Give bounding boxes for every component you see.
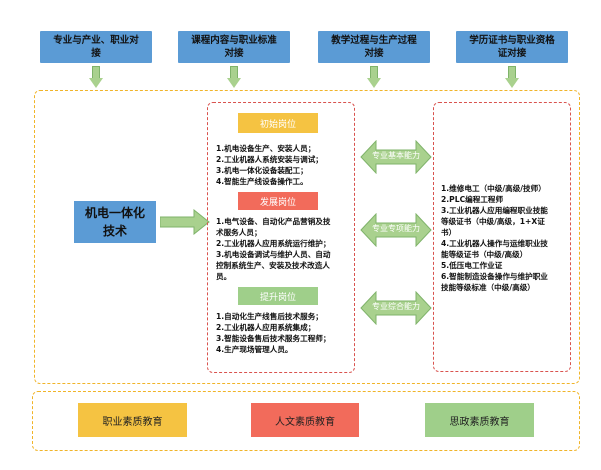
top-box-label: 学历证书与职业资格 — [469, 35, 555, 46]
top-box-curriculum: 课程内容与职业标准对接 — [178, 31, 290, 63]
initial-position-header: 初始岗位 — [238, 113, 318, 133]
ability-label: 专业基本能力 — [372, 151, 420, 160]
education-label: 人文素质教育 — [275, 416, 335, 428]
list-item: 2.工业机器人系统安装与调试； — [216, 155, 323, 164]
promotion-position-list: 1.自动化生产线售后技术服务； 2.工业机器人应用系统集成； 3.智能设备售后技… — [216, 311, 351, 355]
list-item: 3.工业机器人应用编程职业技能 — [441, 206, 548, 215]
list-item: 2.工业机器人应用系统运行维护； — [216, 239, 331, 248]
list-item: 员。 — [216, 272, 232, 281]
double-arrow-icon — [360, 291, 432, 325]
certificates-list: 1.维修电工（中级/高级/技师） 2.PLC编程工程师 3.工业机器人应用编程职… — [441, 183, 567, 293]
top-box-certificate: 学历证书与职业资格证对接 — [456, 31, 568, 63]
top-box-label: 证对接 — [497, 48, 527, 59]
education-frame — [32, 391, 580, 451]
list-item: 术服务人员； — [216, 228, 262, 237]
list-item: 4.智能生产线设备操作工。 — [216, 177, 308, 186]
promotion-position-header: 提升岗位 — [238, 287, 318, 305]
humanities-education-box: 人文素质教育 — [251, 403, 359, 437]
top-box-label: 接 — [91, 48, 101, 59]
major-box: 机电一体化技术 — [74, 201, 156, 243]
down-arrow-icon — [367, 66, 381, 88]
list-item: 1.维修电工（中级/高级/技师） — [441, 184, 546, 193]
list-item: 控制系统生产、安装及技术改造人 — [216, 261, 330, 270]
top-box-label: 专业与产业、职业对 — [53, 35, 139, 46]
list-item: 3.智能设备售后技术服务工程师； — [216, 334, 331, 343]
section-title: 初始岗位 — [259, 119, 296, 130]
double-arrow-icon — [360, 213, 432, 247]
list-item: 3.机电一体化设备装配工； — [216, 166, 308, 175]
section-title: 发展岗位 — [259, 197, 296, 208]
list-item: 5.低压电工作业证 — [441, 261, 503, 270]
list-item: 6.智能制造设备操作与维护职业 — [441, 272, 548, 281]
section-title: 提升岗位 — [259, 292, 296, 303]
major-label: 机电一体化 — [84, 206, 145, 220]
down-arrow-icon — [89, 66, 103, 88]
top-box-label: 教学过程与生产过程 — [331, 35, 417, 46]
list-item: 1.机电设备生产、安装人员； — [216, 144, 316, 153]
development-position-header: 发展岗位 — [238, 192, 318, 210]
right-arrow-icon — [160, 209, 210, 235]
top-box-label: 对接 — [224, 48, 244, 59]
major-label: 技术 — [102, 224, 127, 238]
list-item: 3.机电设备调试与维护人员、自动 — [216, 250, 331, 259]
development-position-list: 1.电气设备、自动化产品营销及技 术服务人员； 2.工业机器人应用系统运行维护；… — [216, 216, 351, 282]
certificates-panel — [433, 102, 571, 372]
positions-panel — [207, 102, 355, 373]
top-box-industry: 专业与产业、职业对接 — [40, 31, 152, 63]
down-arrow-icon — [505, 66, 519, 88]
list-item: 4.工业机器人操作与运维职业技 — [441, 239, 548, 248]
ideological-education-box: 思政素质教育 — [425, 403, 534, 437]
list-item: 1.自动化生产线售后技术服务； — [216, 312, 323, 321]
ability-label: 专业专项能力 — [372, 224, 420, 233]
down-arrow-icon — [227, 66, 241, 88]
list-item: 等级证书（中级/高级，1+X证 — [441, 217, 545, 226]
vocational-education-box: 职业素质教育 — [78, 403, 187, 437]
list-item: 1.电气设备、自动化产品营销及技 — [216, 217, 331, 226]
education-label: 思政素质教育 — [449, 416, 510, 428]
ability-label: 专业综合能力 — [372, 302, 420, 311]
top-box-label: 课程内容与职业标准 — [191, 35, 277, 46]
double-arrow-icon — [360, 140, 432, 174]
list-item: 4.生产现场管理人员。 — [216, 345, 293, 354]
initial-position-list: 1.机电设备生产、安装人员； 2.工业机器人系统安装与调试； 3.机电一体化设备… — [216, 143, 351, 187]
list-item: 能等级证书（中级/高级） — [441, 250, 528, 259]
list-item: 技能等级标准（中级/高级） — [441, 283, 535, 292]
list-item: 2.工业机器人应用系统集成； — [216, 323, 316, 332]
list-item: 书） — [441, 228, 457, 237]
education-label: 职业素质教育 — [102, 416, 163, 428]
list-item: 2.PLC编程工程师 — [441, 195, 504, 204]
top-box-label: 对接 — [364, 48, 384, 59]
top-box-teaching: 教学过程与生产过程对接 — [318, 31, 430, 63]
main-frame — [34, 90, 580, 384]
